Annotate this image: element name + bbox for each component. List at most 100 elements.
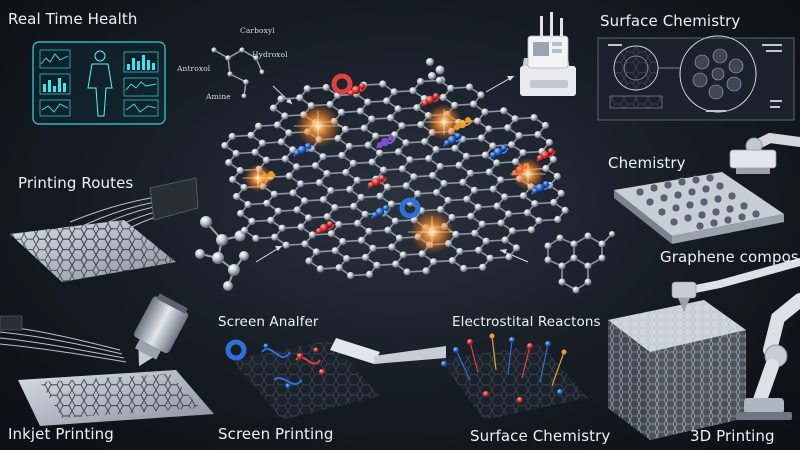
ring-group	[331, 73, 353, 95]
left-molecule	[195, 216, 249, 291]
label-real-time-health: Real Time Health	[8, 10, 138, 28]
group-atom	[493, 147, 503, 157]
label-graphene-composite: Graphene composite	[660, 248, 800, 266]
health-monitor-panel	[32, 41, 166, 125]
carbon-atom	[258, 139, 267, 147]
carbon-atom	[455, 161, 463, 169]
group-atom	[548, 148, 554, 154]
carbon-atom	[479, 263, 487, 271]
carbon-atom	[550, 198, 558, 207]
printing-routes-sheet	[10, 177, 199, 282]
carbon-atom	[237, 209, 245, 218]
carbon-atom	[399, 251, 407, 259]
carbon-atom	[497, 176, 505, 184]
carbon-atom	[402, 182, 410, 190]
group-atom	[294, 150, 300, 156]
carbon-atom	[501, 236, 509, 244]
carbon-atom	[561, 206, 569, 214]
label-surface-chemistry-top: Surface Chemistry	[600, 12, 741, 30]
carbon-atom	[485, 125, 493, 133]
inkjet-printing-scene	[0, 293, 214, 426]
surface-chemistry-schematic	[597, 35, 795, 121]
carbon-atom	[297, 180, 305, 188]
label-hydroxyl: Hydroxol	[252, 50, 288, 59]
graphene-sheet	[221, 73, 569, 280]
group-atom	[425, 95, 435, 105]
carbon-atom	[409, 87, 417, 95]
carbon-atom	[312, 162, 320, 170]
carbon-atom	[430, 258, 438, 266]
carbon-atom	[485, 168, 493, 176]
label-screen-analfer: Screen Analfer	[218, 314, 319, 330]
carbon-atom	[505, 210, 513, 218]
carbon-atom	[482, 237, 490, 245]
electrostatic-reactions-scene	[440, 333, 588, 420]
carbon-atom	[456, 247, 464, 256]
carbon-atom	[463, 195, 471, 203]
carbon-atom	[267, 216, 275, 224]
label-inkjet-printing: Inkjet Printing	[8, 425, 114, 443]
group-atom	[543, 181, 549, 187]
carbon-atom	[471, 229, 479, 237]
carbon-atom	[339, 238, 347, 246]
carbon-atom	[545, 138, 554, 147]
carbon-atom	[486, 254, 494, 262]
carbon-atom	[481, 151, 489, 159]
carbon-atom	[364, 141, 372, 149]
carbon-atom	[323, 170, 331, 178]
carbon-atom	[489, 142, 497, 150]
carbon-atom	[530, 114, 538, 122]
carbon-atom	[225, 159, 233, 167]
group-atom	[490, 152, 496, 158]
carbon-atom	[338, 151, 346, 160]
energy-spark	[407, 216, 457, 248]
carbon-atom	[240, 183, 248, 192]
group-atom	[375, 207, 385, 217]
carbon-atom	[473, 117, 482, 125]
energy-spark	[242, 168, 274, 188]
carbon-atom	[319, 196, 328, 204]
carbon-atom	[368, 115, 376, 123]
carbon-atom	[452, 230, 460, 239]
carbon-atom	[534, 131, 542, 139]
carbon-atom	[252, 234, 260, 242]
carbon-atom	[383, 97, 391, 105]
carbon-atom	[515, 132, 523, 140]
carbon-atom	[451, 144, 459, 152]
carbon-atom	[263, 199, 271, 207]
carbon-atom	[394, 105, 402, 113]
3d-printing-scene	[608, 258, 800, 440]
carbon-atom	[388, 243, 396, 251]
carbon-atom	[285, 129, 293, 137]
group-atom	[377, 142, 383, 148]
carbon-atom	[335, 264, 343, 272]
carbon-atom	[301, 197, 309, 205]
carbon-atom	[512, 244, 521, 252]
graphene-atoms	[221, 76, 569, 280]
carbon-atom	[322, 83, 330, 92]
carbon-atom	[497, 219, 505, 227]
carbon-atom	[274, 207, 282, 215]
group-atom	[388, 135, 394, 141]
carbon-atom	[293, 163, 301, 171]
carbon-atom	[273, 121, 282, 129]
group-atom	[359, 83, 365, 89]
screen-printing-scene	[225, 338, 446, 420]
carbon-atom	[365, 227, 373, 235]
carbon-atom	[379, 80, 387, 88]
group-atom	[537, 155, 543, 161]
carbon-atom	[251, 148, 259, 156]
carbon-atom	[361, 210, 369, 218]
carbon-atom	[519, 149, 527, 157]
carbon-atom	[395, 234, 403, 242]
carbon-atom	[221, 142, 229, 150]
carbon-atom	[505, 253, 513, 261]
carbon-atom	[416, 78, 425, 86]
label-3d-printing: 3D Printing	[690, 427, 775, 445]
group-atom	[532, 188, 538, 194]
carbon-atom	[373, 261, 381, 269]
carbon-atom	[383, 183, 392, 191]
carbon-atom	[500, 107, 508, 115]
carbon-atom	[343, 255, 351, 263]
carbon-atom	[481, 108, 489, 116]
